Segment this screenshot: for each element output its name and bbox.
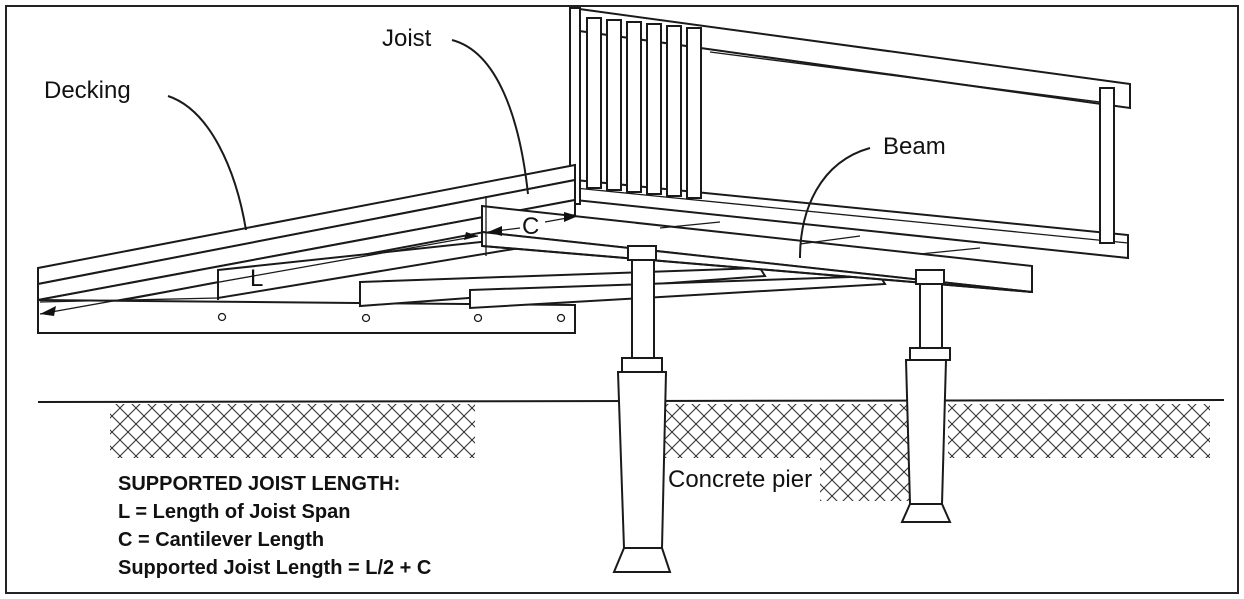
beam-leader: [799, 147, 871, 259]
beam-label: Beam: [883, 133, 946, 160]
cantilever-marker-label: C: [522, 213, 539, 240]
concrete-pier-2: [900, 269, 952, 523]
joist-leader: [451, 39, 529, 195]
main-beam: [481, 204, 1033, 294]
soil-hatching: [110, 404, 1210, 501]
notes-line-3: Supported Joist Length = L/2 + C: [118, 557, 431, 579]
span-marker-label: L: [250, 265, 263, 292]
joist-label: Joist: [382, 25, 432, 52]
railing-balusters: [586, 17, 1115, 244]
joists: [39, 230, 887, 310]
front-rim-board: [37, 198, 576, 334]
decking-label: Decking: [44, 77, 131, 104]
cantilever-dimension: [485, 196, 579, 256]
notes-heading: SUPPORTED JOIST LENGTH:: [118, 473, 400, 495]
outer-border: [5, 5, 1239, 594]
decking-leader: [167, 95, 247, 231]
concrete-pier-1: [612, 245, 672, 573]
notes-line-1: L = Length of Joist Span: [118, 501, 350, 523]
supported-joist-length-notes: SUPPORTED JOIST LENGTH: L = Length of Jo…: [118, 473, 431, 579]
concrete-pier-label: Concrete pier: [668, 466, 812, 493]
decking-board: [37, 163, 576, 302]
notes-line-2: C = Cantilever Length: [118, 529, 324, 551]
span-dimension: [39, 232, 479, 316]
